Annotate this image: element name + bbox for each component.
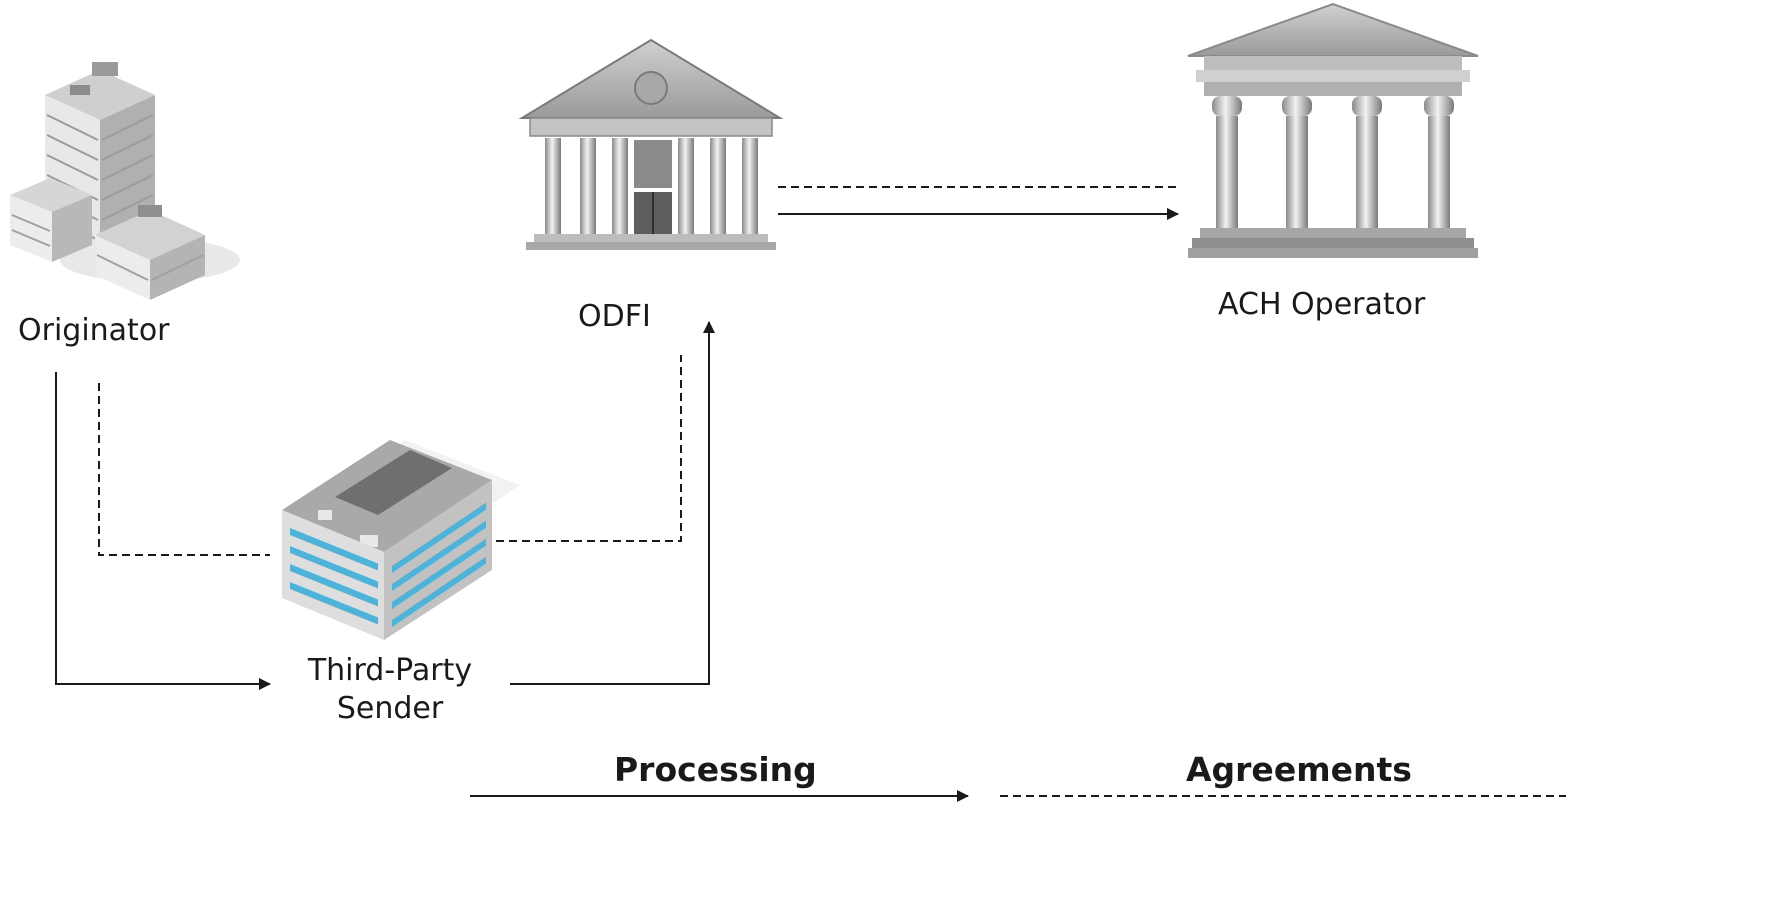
third-party-sender-label-line1: Third-Party: [307, 653, 473, 688]
legend-processing-label: Processing: [614, 750, 817, 789]
originator-building-icon: [10, 62, 240, 300]
originator-label: Originator: [18, 313, 170, 348]
tps-odfi-processing-arrow: [510, 321, 715, 685]
odfi-bank-icon: [518, 38, 784, 250]
third-party-sender-label-line2: Sender: [336, 690, 444, 726]
odfi-label: ODFI: [578, 299, 651, 334]
originator-tps-agreement-line: [98, 383, 270, 556]
ach-operator-label: ACH Operator: [1218, 287, 1426, 322]
tps-odfi-agreement-line: [496, 355, 682, 542]
legend-agreements-label: Agreements: [1186, 750, 1412, 789]
ach-operator-building-icon: [1187, 2, 1479, 258]
third-party-sender-building-icon: [282, 440, 520, 640]
originator-tps-processing-arrow: [55, 372, 271, 690]
third-party-sender-label: Third-Party Sender: [300, 652, 480, 727]
